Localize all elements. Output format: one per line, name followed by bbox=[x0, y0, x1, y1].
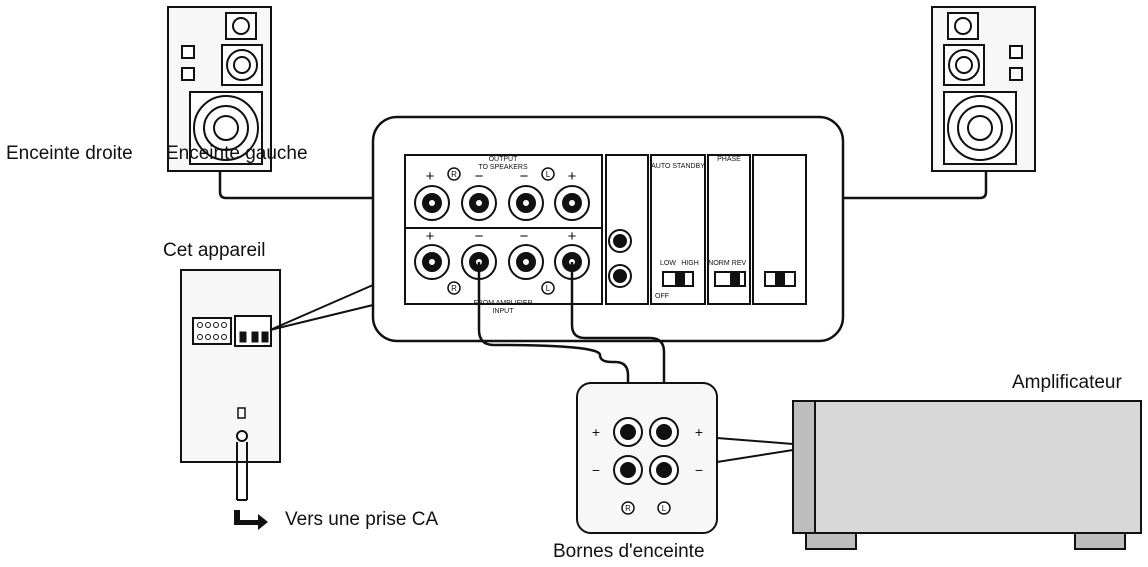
panel-norm: NORM bbox=[708, 260, 730, 267]
panel-r-marker-bottom: R bbox=[451, 284, 457, 293]
panel-text: OUTPUT TO SPEAKERS FROM AMPLIFIER INPUT … bbox=[426, 156, 747, 315]
outlet-arrow-icon bbox=[234, 510, 268, 530]
ac-outlet-label: Vers une prise CA bbox=[285, 509, 439, 530]
panel-top-minus-left: − bbox=[475, 168, 484, 185]
amp-plus-left: + bbox=[592, 424, 600, 440]
panel-bottom-minus-right: − bbox=[520, 228, 529, 245]
right-speaker-label: Enceinte droite bbox=[6, 143, 133, 164]
speaker-cable-left bbox=[420, 171, 988, 200]
mode-switch bbox=[764, 271, 796, 287]
left-speaker bbox=[931, 6, 1036, 172]
amp-plus-right: + bbox=[695, 424, 703, 440]
phase-switch bbox=[714, 271, 746, 287]
amplifier bbox=[792, 400, 1142, 550]
input-cable-1 bbox=[477, 262, 630, 432]
panel-high: HIGH bbox=[681, 260, 699, 267]
panel-bottom-plus-right: + bbox=[568, 228, 577, 245]
panel-low: LOW bbox=[660, 260, 676, 267]
panel-channel-markers bbox=[447, 167, 555, 295]
panel-to-speakers: TO SPEAKERS bbox=[478, 164, 528, 171]
left-speaker-label: Enceinte gauche bbox=[166, 143, 308, 164]
speaker-terminals-label: Bornes d'enceinte bbox=[553, 541, 705, 562]
amp-callout-pointer bbox=[716, 437, 794, 463]
auto-standby-switch bbox=[662, 271, 694, 287]
amp-terminals bbox=[613, 417, 679, 515]
panel-top-plus-right: + bbox=[568, 168, 577, 185]
panel-sections bbox=[404, 154, 807, 305]
panel-top-minus-right: − bbox=[520, 168, 529, 185]
panel-bottom-minus-left: − bbox=[475, 228, 484, 245]
right-speaker bbox=[167, 6, 272, 172]
input-cable-2 bbox=[570, 262, 666, 432]
amp-l-marker: L bbox=[662, 504, 667, 513]
panel-callout-pointer bbox=[269, 284, 374, 331]
amp-minus-left: − bbox=[592, 462, 600, 478]
output-terminals bbox=[414, 185, 590, 221]
panel-l-marker-bottom: L bbox=[546, 284, 551, 293]
panel-bottom-plus-left: + bbox=[426, 228, 435, 245]
panel-phase-title: PHASE bbox=[717, 156, 741, 163]
panel-l-marker-top: L bbox=[546, 170, 551, 179]
power-cord bbox=[236, 442, 248, 501]
panel-rev: REV bbox=[732, 260, 747, 267]
panel-r-marker-top: R bbox=[451, 170, 457, 179]
speaker-cable-right bbox=[218, 171, 420, 200]
amp-terminals-callout bbox=[576, 382, 718, 534]
this-unit bbox=[180, 269, 281, 463]
amplifier-label: Amplificateur bbox=[1012, 372, 1122, 393]
panel-output-title: OUTPUT bbox=[489, 156, 519, 163]
panel-from-amplifier: FROM AMPLIFIER bbox=[473, 300, 532, 307]
line-input-jacks bbox=[608, 229, 632, 288]
amp-minus-right: − bbox=[695, 462, 703, 478]
amp-terminal-text: + + − − R L bbox=[592, 424, 703, 513]
panel-auto-standby: AUTO STANDBY bbox=[651, 163, 705, 170]
panel-top-plus-left: + bbox=[426, 168, 435, 185]
this-unit-label: Cet appareil bbox=[163, 240, 266, 261]
panel-input-title: INPUT bbox=[493, 308, 515, 315]
panel-off: OFF bbox=[655, 293, 669, 300]
amp-r-marker: R bbox=[625, 504, 631, 513]
